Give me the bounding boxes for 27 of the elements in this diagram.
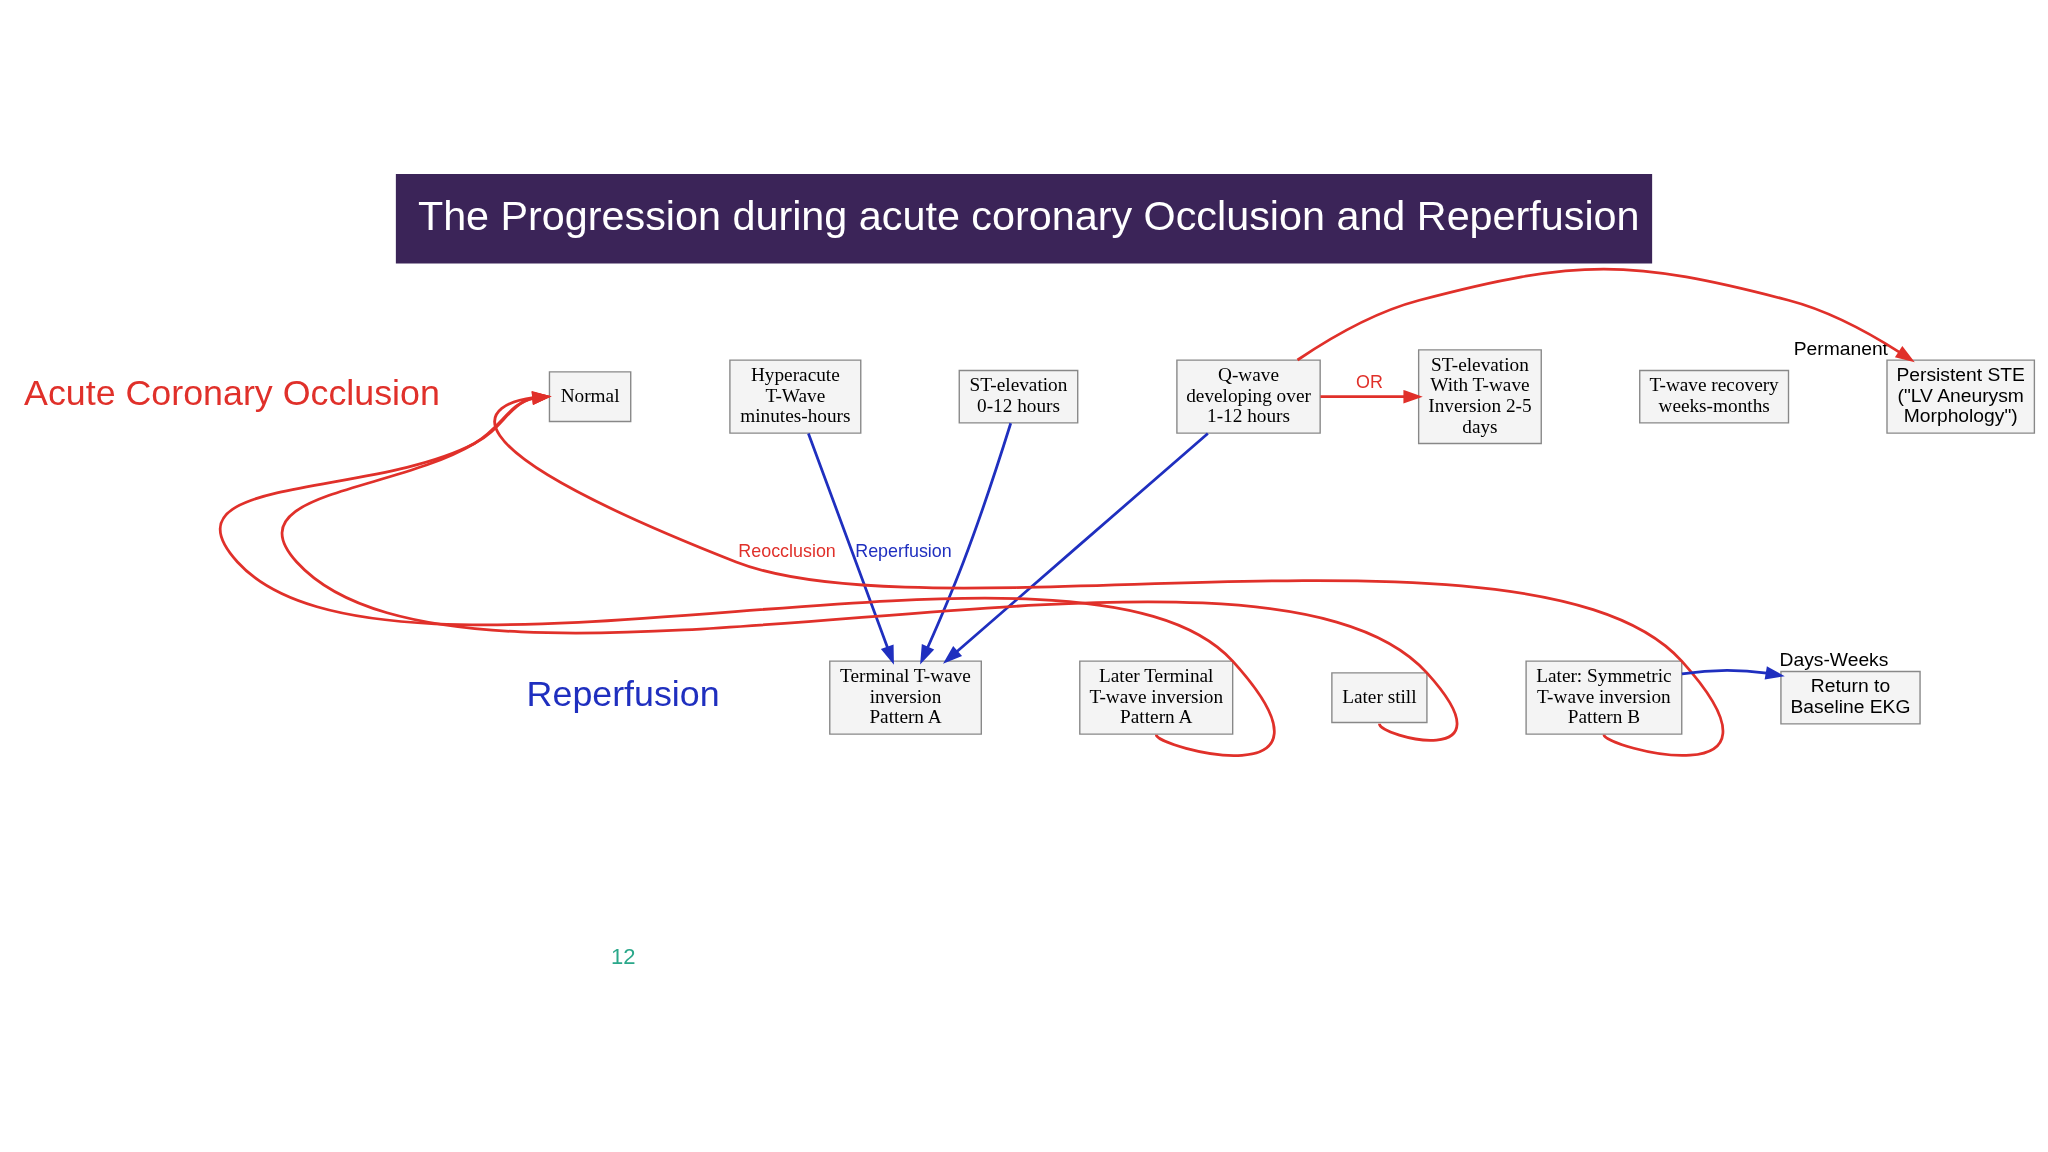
node-box: Normal: [548, 371, 632, 423]
node-box: Return to Baseline EKG: [1780, 670, 1921, 725]
node-box: Q-wave developing over 1-12 hours: [1176, 359, 1321, 434]
node-box: Terminal T-wave inversion Pattern A: [829, 660, 982, 735]
node-box: Persistent STE ("LV Aneurysm Morphology"): [1886, 359, 2036, 434]
node-box: ST-elevation With T-wave Inversion 2-5 days: [1417, 349, 1542, 445]
node-label: Permanent: [1793, 337, 1888, 359]
node-box: Hyperacute T-Wave minutes-hours: [729, 359, 862, 434]
node-box: ST-elevation 0-12 hours: [958, 369, 1079, 424]
node-label: Days-Weeks: [1779, 649, 1889, 671]
node-box: T-wave recovery weeks-months: [1639, 369, 1790, 424]
diagram-title: The Progression during acute coronary Occlusion and Reperfusion: [417, 192, 1640, 239]
arrow: [807, 432, 894, 665]
edge-label: OR: [1355, 371, 1383, 392]
arrow: [1681, 666, 1785, 680]
arrow: [943, 432, 1209, 664]
arrow: [1320, 389, 1423, 404]
node-box: Later: Symmetric T-wave inversion Pattern B: [1525, 660, 1683, 735]
arrow: [920, 422, 1013, 665]
label: Acute Coronary Occlusion: [24, 373, 440, 414]
label: 12: [610, 943, 636, 969]
edge-label: Reocclusion: [738, 541, 836, 562]
label: Reperfusion: [526, 674, 720, 715]
node-box: Later still: [1331, 672, 1428, 724]
edge-label: Reperfusion: [855, 541, 952, 562]
arrow: [1296, 267, 1915, 363]
node-box: Later Terminal T-wave inversion Pattern A: [1079, 660, 1234, 735]
